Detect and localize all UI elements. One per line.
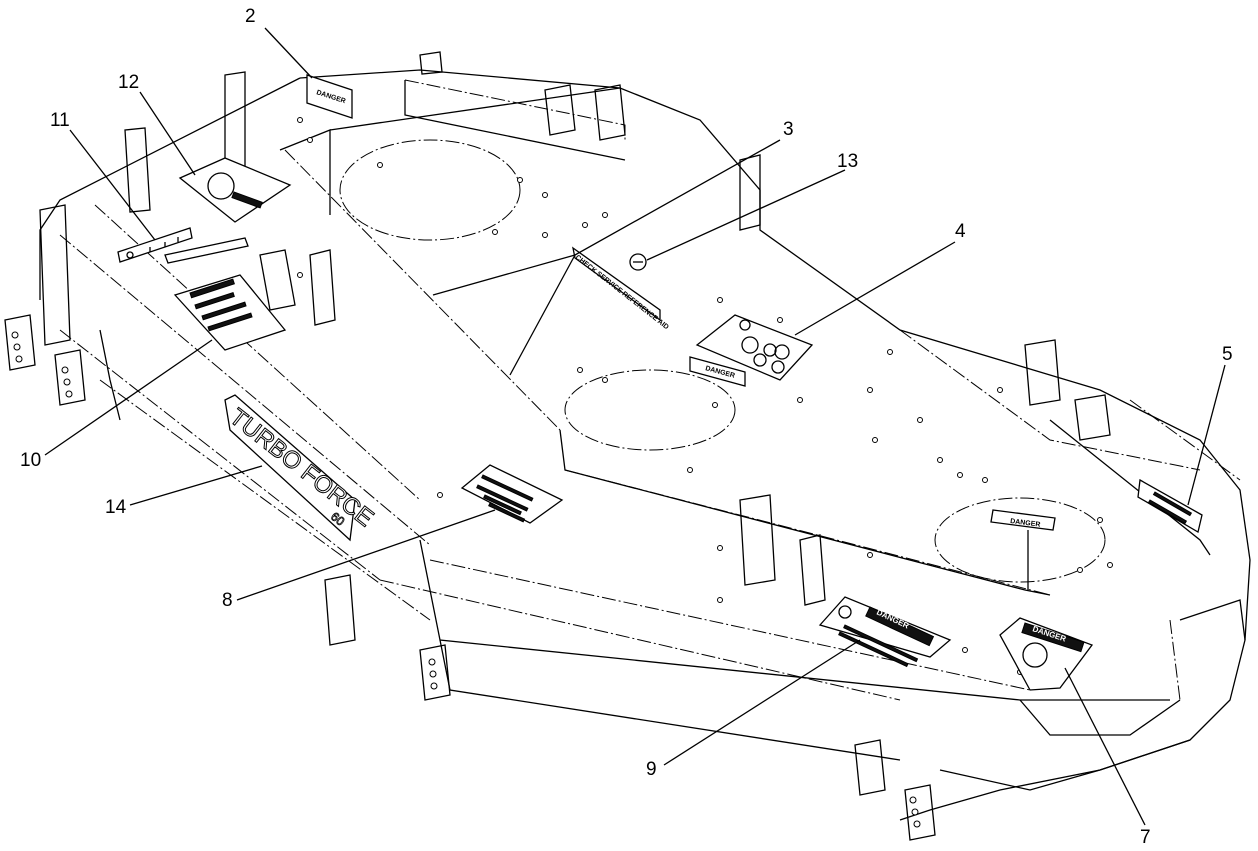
callout-7: 7: [1140, 827, 1151, 848]
decal-8: [460, 464, 564, 524]
decal-14-turbo-force: TURBO FORCE 60: [224, 394, 379, 542]
decal-danger-2: DANGER: [306, 74, 353, 119]
decal-4-belt-routing: DANGER: [689, 314, 814, 387]
mounting-brackets: [4, 51, 1111, 841]
service-reference-text: CHECK SERVICE REFERENCE AID: [574, 254, 670, 331]
bolt-holes: [297, 117, 1113, 675]
callout-4: 4: [955, 221, 966, 242]
callout-10: 10: [20, 450, 41, 471]
callout-3: 3: [783, 119, 794, 140]
decal-7-danger-shield: DANGER: [999, 617, 1094, 691]
callout-14: 14: [105, 497, 127, 518]
callout-12: 12: [118, 72, 139, 93]
decal-10: [173, 274, 287, 351]
spindle-openings: [339, 139, 1106, 583]
decal-3-service-reference: CHECK SERVICE REFERENCE AID: [572, 246, 670, 331]
callout-2: 2: [245, 6, 256, 27]
decal-13: [629, 253, 647, 271]
decal-11: [117, 227, 249, 264]
decal-danger-right: DANGER: [990, 509, 1056, 590]
callout-9: 9: [646, 759, 657, 780]
leader-lines: [44, 27, 1226, 826]
callout-11: 11: [50, 110, 70, 131]
deck-body: [39, 69, 1251, 821]
callout-13: 13: [837, 151, 858, 172]
callout-5: 5: [1222, 344, 1233, 365]
decal-5: [1137, 478, 1203, 534]
turbo-force-text: TURBO FORCE: [224, 403, 378, 532]
callout-8: 8: [222, 590, 233, 611]
decal-9-danger: DANGER: [818, 596, 952, 668]
decal-12: [178, 157, 292, 223]
decal-danger-right-text: DANGER: [1010, 518, 1041, 529]
callout-numbers: 2 12 11 3 13 4 5 10 14 8 9 7: [20, 6, 1233, 848]
